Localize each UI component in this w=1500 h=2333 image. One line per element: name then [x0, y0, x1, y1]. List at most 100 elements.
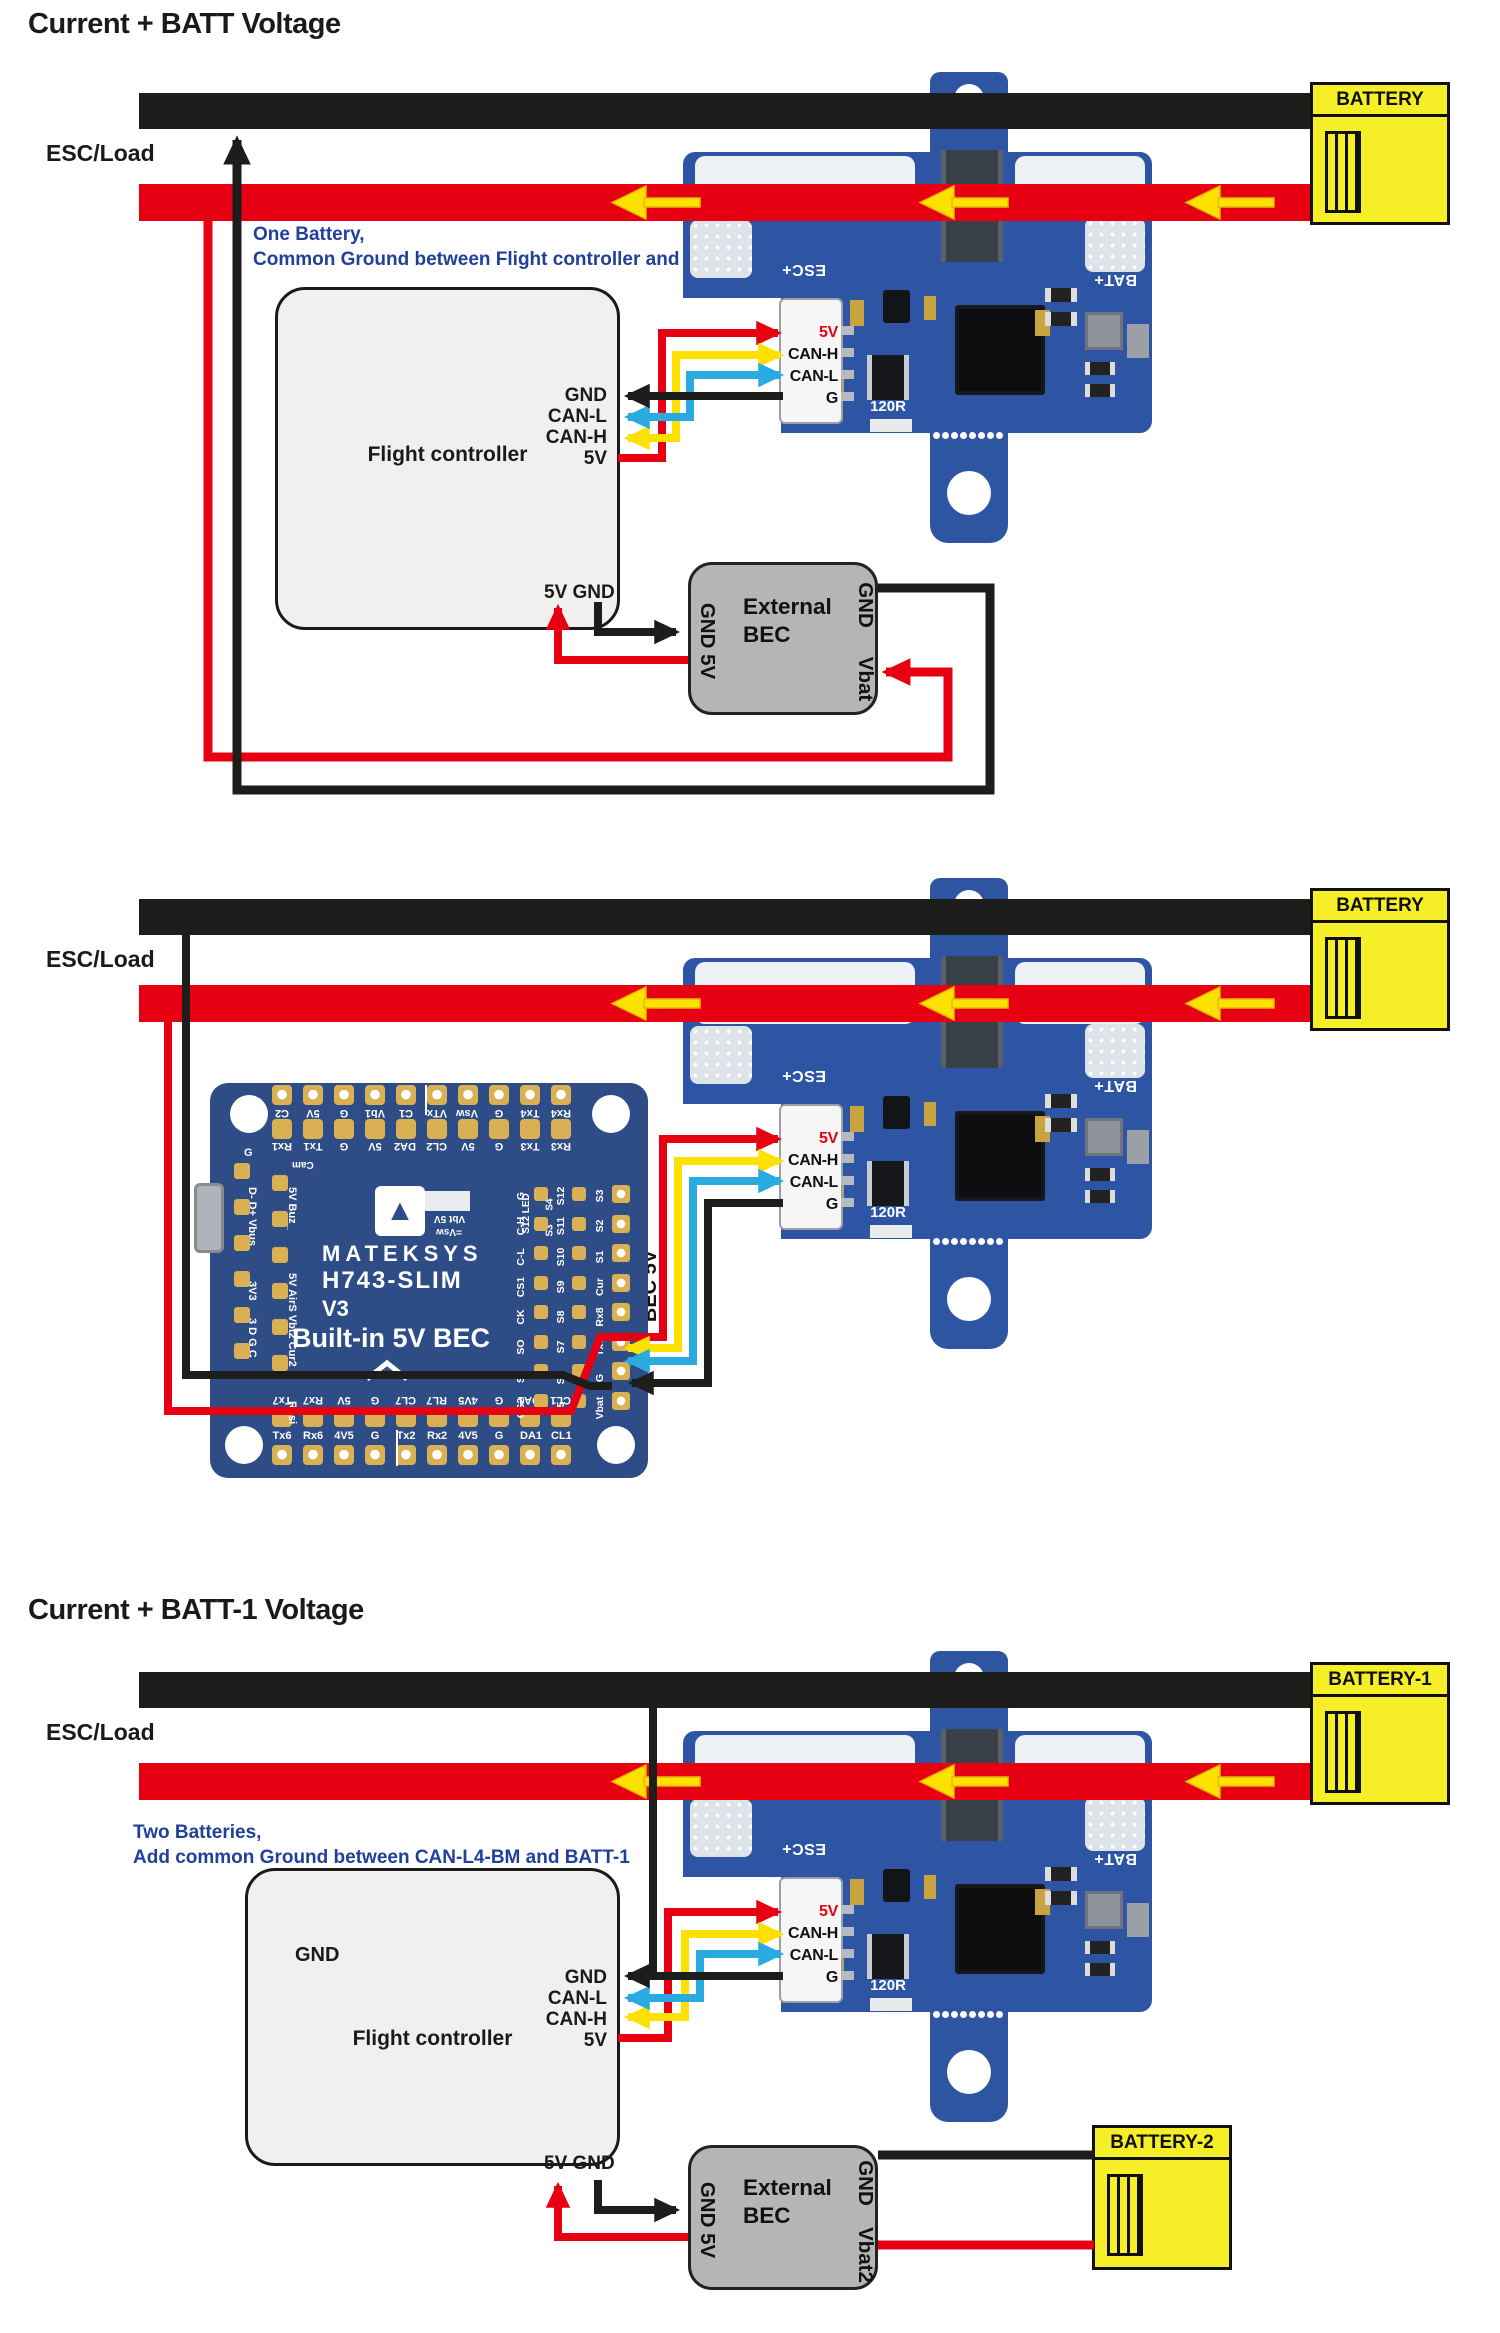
fc-bottom-pads-label: 5V GND — [544, 582, 615, 603]
chevron-icon — [365, 1359, 409, 1381]
pad-icon — [942, 2011, 949, 2018]
pad-icon — [272, 1283, 288, 1299]
smd-component — [1085, 312, 1123, 350]
pad-icon — [365, 1407, 385, 1427]
can-transceiver-chip — [867, 355, 909, 400]
solder-pad — [870, 419, 912, 432]
pad-icon — [987, 2011, 994, 2018]
pad-icon — [334, 1085, 354, 1105]
pad-icon — [951, 2011, 958, 2018]
section1-title: Current + BATT Voltage — [28, 8, 341, 40]
smd-component — [1085, 384, 1115, 397]
pad-row — [272, 1085, 571, 1105]
pad-icon — [841, 326, 854, 335]
pad-icon — [427, 1445, 447, 1465]
list-item-label: S5 — [555, 1401, 567, 1415]
pad-row — [272, 1445, 571, 1465]
list-item-label: G — [594, 1373, 606, 1382]
pad-icon — [396, 1445, 416, 1465]
mount-tab-bottom — [930, 1231, 1008, 1349]
list-item-label: G — [825, 1969, 838, 1986]
mount-hole-icon — [947, 471, 991, 515]
pad-icon — [234, 1199, 250, 1215]
list-item-label: Tx8 — [594, 1338, 606, 1357]
pad-icon — [234, 1343, 250, 1359]
esc-plus-label: ESC+ — [781, 1840, 826, 1857]
smd-component — [1045, 1118, 1077, 1132]
brand-label: MATEKSYS — [322, 1241, 483, 1266]
external-bec-box-2: GND 5V External BEC GND Vbat2 — [688, 2145, 878, 2290]
list-item-label: CS2 — [515, 1397, 527, 1419]
list-item-label: S12 — [555, 1186, 567, 1206]
pad-icon — [272, 1119, 292, 1139]
pad-icon — [534, 1275, 548, 1290]
pad-icon — [572, 1216, 586, 1231]
esc-plus-label: ESC+ — [781, 1067, 826, 1084]
list-item-label: G — [515, 1191, 527, 1201]
smd-component — [850, 1879, 864, 1905]
sot23-component — [883, 1096, 910, 1129]
cluster-vsw: =Vsw — [436, 1226, 462, 1237]
sot23-component — [883, 290, 910, 323]
list-item-label: G — [339, 1107, 349, 1119]
pad-icon — [841, 1927, 854, 1936]
capacitor-block — [695, 156, 915, 218]
battery-cell-icon — [1325, 131, 1361, 213]
connector-notch — [680, 298, 781, 435]
list-item-label: S10 — [555, 1247, 567, 1266]
pad-icon — [551, 1445, 571, 1465]
pad-icon — [458, 1445, 478, 1465]
capacitor-block — [1015, 156, 1145, 218]
smd-component — [1127, 324, 1149, 358]
battery-label: BATTERY-2 — [1095, 2128, 1229, 2160]
smd-component — [924, 1102, 936, 1126]
list-item-label: CL2 — [426, 1140, 447, 1152]
pad-icon — [234, 1307, 250, 1323]
list-item-label: Cur — [594, 1277, 606, 1296]
battery-box-2: BATTERY — [1310, 888, 1450, 1031]
smd-component — [924, 1875, 936, 1899]
via-row — [933, 432, 1003, 439]
pad-icon — [933, 2011, 940, 2018]
connector-notch — [680, 1877, 781, 2014]
smd-component — [850, 1106, 864, 1132]
pad-icon — [489, 1119, 509, 1139]
list-item-label: Vsw — [455, 1107, 478, 1119]
list-item-label: CAN-H — [787, 346, 838, 363]
list-item-label: S8 — [555, 1310, 567, 1324]
mcu-chip — [955, 1884, 1045, 1974]
pad-column — [534, 1187, 548, 1423]
bec-left-pins-label: GND 5V — [696, 2181, 719, 2259]
list-item-label: Tx6 — [272, 1430, 292, 1442]
smd-component — [1045, 1094, 1077, 1108]
pad-icon — [612, 1391, 630, 1410]
list-item-label: 5V — [583, 2030, 607, 2051]
can-transceiver-chip — [867, 1161, 909, 1206]
esc-plus-label: ESC+ — [781, 261, 826, 278]
pad-icon — [841, 392, 854, 401]
terminator-label: 120R — [870, 1204, 906, 1221]
bec-left-pins-label: GND 5V — [696, 602, 719, 680]
mount-hole-icon — [225, 1426, 263, 1464]
pad-icon — [551, 1119, 571, 1139]
pad-icon — [978, 1238, 985, 1245]
pad-icon — [272, 1319, 288, 1335]
via-row — [933, 1238, 1003, 1245]
smd-component — [1127, 1903, 1149, 1937]
smd-component — [850, 300, 864, 326]
mount-tab-top — [930, 1651, 1008, 1741]
list-item-label: S11 — [555, 1217, 567, 1236]
bat-plus-label: BAT+ — [1093, 1077, 1137, 1094]
capacitor-block — [1015, 1735, 1145, 1797]
connector-notch — [680, 1104, 781, 1241]
pad-icon — [942, 1238, 949, 1245]
smd-component — [1127, 1130, 1149, 1164]
pad-icon — [612, 1332, 630, 1351]
pad-icon — [987, 1238, 994, 1245]
note-line: Two Batteries, — [133, 1822, 262, 1843]
bat-plus-label: BAT+ — [1093, 1850, 1137, 1867]
list-item-label: Rx6 — [303, 1430, 324, 1442]
